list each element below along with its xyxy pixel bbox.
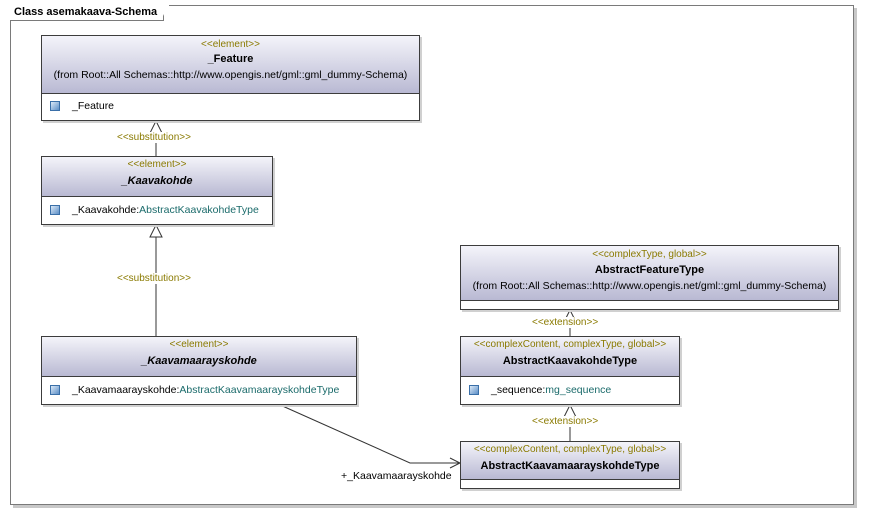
attribute-type: AbstractKaavamaarayskohdeType <box>179 384 340 396</box>
attribute-compartment: _sequence:mg_sequence <box>461 377 679 403</box>
attribute-row: _sequence:mg_sequence <box>469 384 611 396</box>
class-name: _Feature <box>207 53 254 65</box>
stereotype-label: <<complexContent, complexType, global>> <box>473 339 667 350</box>
class-abstract-feature-type[interactable]: <<complexType, global>> AbstractFeatureT… <box>460 245 839 310</box>
attribute-row: _Kaavamaarayskohde:AbstractKaavamaaraysk… <box>50 384 339 396</box>
attribute-type: mg_sequence <box>545 384 612 396</box>
class-header: <<complexType, global>> AbstractFeatureT… <box>461 246 838 301</box>
class-header: <<element>> _Kaavakohde <box>42 157 272 197</box>
substitution-label: <<substitution>> <box>117 132 191 143</box>
stereotype-label: <<complexType, global>> <box>592 249 707 260</box>
attribute-name: _Kaavakohde: <box>72 204 140 216</box>
attribute-icon <box>50 205 60 215</box>
attribute-row: _Kaavakohde:AbstractKaavakohdeType <box>50 204 259 216</box>
class-name: _Kaavakohde <box>121 175 193 187</box>
diagram-title: Class asemakaava-Schema <box>10 5 170 21</box>
package-path: (from Root::All Schemas::http://www.open… <box>472 280 827 292</box>
attribute-name: _Feature <box>72 100 115 112</box>
stereotype-label: <<element>> <box>201 39 260 50</box>
class-name: _Kaavamaarayskohde <box>141 355 257 367</box>
stereotype-label: <<complexContent, complexType, global>> <box>473 444 667 455</box>
attribute-name: _Kaavamaarayskohde: <box>72 384 180 396</box>
extension-label: <<extension>> <box>532 317 599 328</box>
stereotype-label: <<element>> <box>127 159 187 170</box>
attribute-compartment: _Kaavakohde:AbstractKaavakohdeType <box>42 197 272 223</box>
class-kaavakohde[interactable]: <<element>> _Kaavakohde _Kaavakohde:Abst… <box>41 156 273 225</box>
attribute-name: _sequence: <box>491 384 546 396</box>
package-path: (from Root::All Schemas::http://www.open… <box>53 69 408 81</box>
substitution-label: <<substitution>> <box>117 273 191 284</box>
attribute-row: _Feature <box>50 100 114 112</box>
stereotype-label: <<element>> <box>169 339 229 350</box>
attribute-icon <box>50 101 60 111</box>
association-line <box>277 403 460 464</box>
class-name: AbstractKaavakohdeType <box>502 355 638 367</box>
attribute-type: AbstractKaavakohdeType <box>139 204 259 216</box>
extension-label: <<extension>> <box>532 416 599 427</box>
association-role-label: +_Kaavamaarayskohde <box>341 470 452 482</box>
class-feature[interactable]: <<element>> _Feature (from Root::All Sch… <box>41 35 420 121</box>
class-kaavamaarayskohde[interactable]: <<element>> _Kaavamaarayskohde _Kaavamaa… <box>41 336 357 405</box>
class-name: AbstractFeatureType <box>594 264 705 276</box>
generalization-arrowhead <box>149 223 163 238</box>
class-header: <<element>> _Feature (from Root::All Sch… <box>42 36 419 94</box>
attribute-icon <box>50 385 60 395</box>
class-header: <<complexContent, complexType, global>> … <box>461 442 679 480</box>
attribute-compartment: _Kaavamaarayskohde:AbstractKaavamaaraysk… <box>42 377 356 403</box>
class-header: <<element>> _Kaavamaarayskohde <box>42 337 356 377</box>
class-abstract-kaavamaarayskohde-type[interactable]: <<complexContent, complexType, global>> … <box>460 441 680 489</box>
attribute-icon <box>469 385 479 395</box>
attribute-compartment: _Feature <box>42 94 419 119</box>
class-abstract-kaavakohde-type[interactable]: <<complexContent, complexType, global>> … <box>460 336 680 405</box>
class-name: AbstractKaavamaarayskohdeType <box>480 460 660 472</box>
class-header: <<complexContent, complexType, global>> … <box>461 337 679 377</box>
